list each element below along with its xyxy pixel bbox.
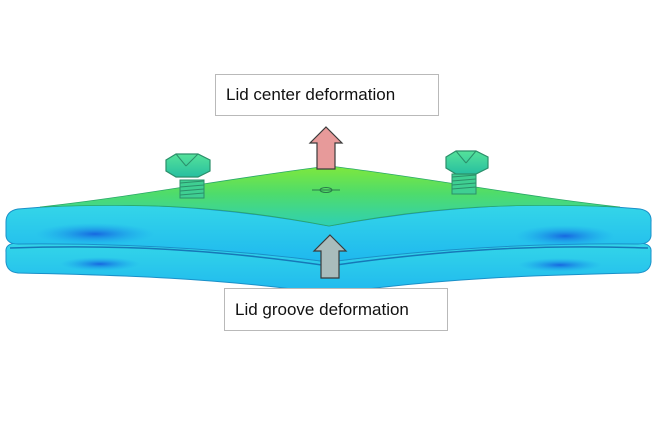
groove-deformation-arrow — [312, 234, 348, 279]
center-mark — [312, 187, 340, 193]
blue-region-left-lower — [60, 257, 140, 271]
lid-groove-deformation-label: Lid groove deformation — [224, 288, 448, 331]
center-deformation-arrow — [308, 126, 344, 170]
blue-region-right-upper — [515, 225, 615, 247]
left-bolt — [165, 153, 211, 199]
blue-region-right-lower — [518, 258, 602, 272]
blue-region-left-upper — [35, 223, 155, 245]
lid-top-surface — [39, 165, 621, 227]
lid-center-deformation-label: Lid center deformation — [215, 74, 439, 116]
right-bolt — [445, 150, 489, 195]
